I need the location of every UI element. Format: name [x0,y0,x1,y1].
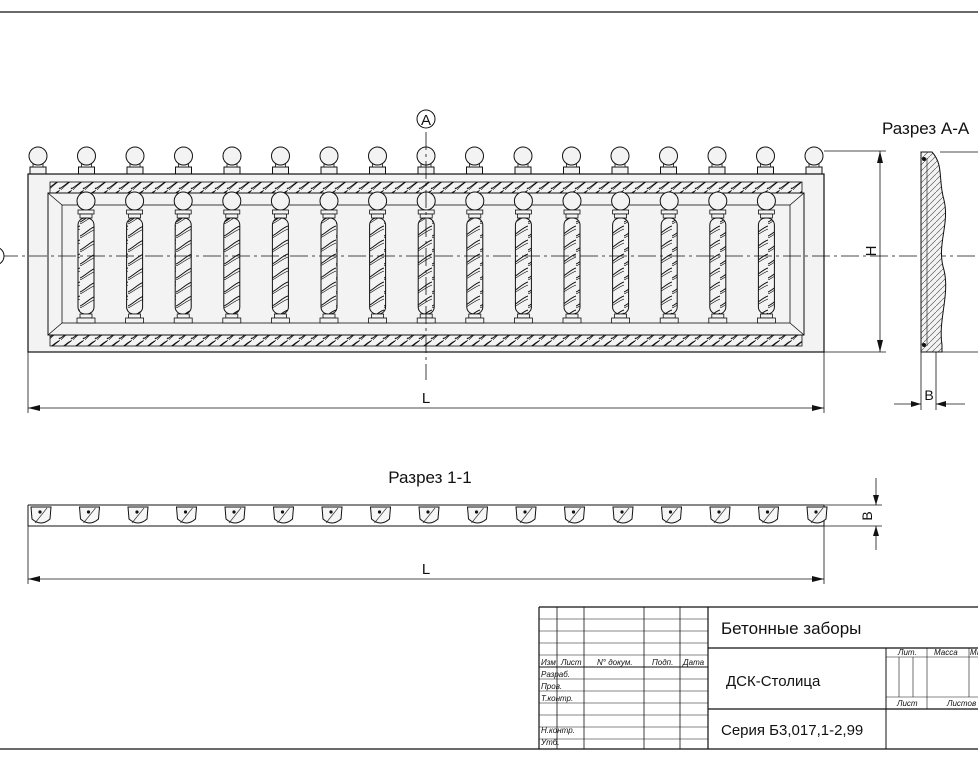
mass-label: Масса [934,648,958,657]
top-ball [659,146,678,175]
head-col-date: Дата [682,658,705,667]
baluster [270,191,290,324]
head-col-sign: Подп. [652,658,673,667]
section-cell [272,506,295,524]
title-block-series: Серия Б3,017,1-2,99 [721,722,863,739]
section-cell [709,506,731,524]
row-tkontr: Т.контр. [541,694,573,703]
title-block-organization: ДСК-Столица [726,673,821,690]
baluster [222,191,242,324]
fence-front-view: А L H [0,109,978,413]
length-label: L [422,390,430,407]
section-cell [175,506,198,524]
baluster [368,191,388,324]
row-nkontr: Н.контр. [541,726,575,735]
section-cell [30,506,52,524]
sheet-frame [0,11,978,750]
section-a-profile [920,151,947,353]
title-block: Изм Лист N° докум. Подп. Дата Разраб. Пр… [538,606,978,749]
section-a-width-label: B [924,387,933,403]
top-ball [271,146,290,175]
section-cell [515,506,537,524]
baluster [125,191,145,324]
height-label: H [863,246,880,257]
section-cell [660,506,683,524]
left-section-marker [0,247,5,265]
section-cell [466,506,489,524]
top-ball [756,146,775,175]
scale-label: Ма [970,648,978,657]
section-1-1: Разрез 1-1 L B [27,468,882,584]
top-ball [804,146,824,175]
top-ball [319,146,339,175]
head-col-list: Лист [560,658,582,667]
row-utv: Утб. [540,738,560,747]
section-cell [224,506,246,524]
baluster [513,191,533,324]
section-cell [321,506,343,524]
baluster [173,191,193,324]
baluster [562,191,582,324]
section-cell [612,506,634,524]
lit-label: Лит. [897,648,917,657]
top-ball [28,146,48,175]
baluster [76,191,96,324]
baluster-row [76,191,776,324]
section-cell [127,506,149,524]
baluster [611,191,631,324]
section-cell-row [30,506,828,524]
top-ball [465,146,484,175]
section-cell [806,506,828,524]
top-ball [125,146,145,175]
baluster [465,191,485,324]
sheets-label: Листов [946,699,976,708]
section-cell [369,506,392,524]
baluster [659,191,679,324]
section-a-a: Разрез А-А B [882,119,978,410]
top-ball [513,146,533,175]
section-cell [757,506,780,524]
top-ball [77,146,96,175]
head-col-doc: N° докум. [597,658,633,667]
section-a-title: Разрез А-А [882,119,970,138]
top-ball [368,146,387,175]
axis-marker-circle [416,109,436,129]
top-ball [610,146,630,175]
title-block-title: Бетонные заборы [721,619,861,638]
row-razrab: Разраб. [541,670,570,679]
section-thickness-label: B [859,511,875,520]
top-ball [562,146,581,175]
section-cell [563,506,586,524]
section-length-label: L [422,561,430,578]
row-prov: Пров. [541,682,562,691]
top-ball [222,146,242,175]
head-col-izm: Изм [541,658,556,667]
top-ball-row [28,146,824,175]
baluster [756,191,776,324]
top-ball [174,146,193,175]
section-1-title: Разрез 1-1 [388,468,471,487]
baluster [708,191,728,324]
sheet-label: Лист [896,699,918,708]
section-cell [418,506,440,524]
top-ball [707,146,727,175]
section-cell [78,506,101,524]
baluster [319,191,339,324]
axis-marker-label: А [421,112,431,129]
